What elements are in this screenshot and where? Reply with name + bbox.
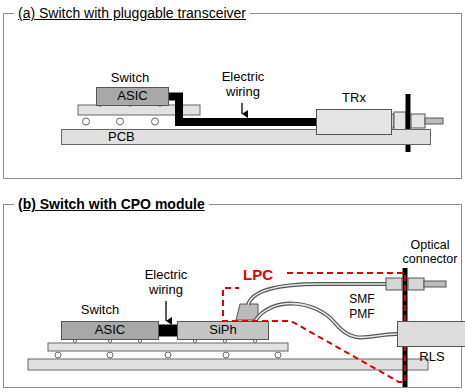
panel-title: (b) Switch with CPO module [14,196,209,212]
fiber-label: SMF [349,292,374,306]
lpc-outline [219,266,411,386]
node-label: ASIC [95,323,125,338]
connector-label: Optical connector [397,238,463,267]
lpc-dashed-outline [223,273,405,382]
node-label: ASIC [117,89,147,104]
package-substrate [48,343,288,351]
smf-fiber [248,284,386,305]
wiring-label-holder: Electric wiring [135,268,197,298]
panel-frame: (b) Switch with CPO moduleASICSiPhLPCRLS [3,204,462,388]
fiber-label-holder: PMF [342,304,382,322]
electric-wiring [169,97,316,123]
connector [169,97,316,123]
wiring-label-holder: Electric wiring [212,70,274,100]
node-label: SiPh [209,323,236,338]
optical-connector-inner [386,278,402,290]
smf-fiber-core [248,284,386,305]
fiber-plug [424,281,446,287]
part-label: Switch [81,302,119,317]
fiber-coupler [236,304,258,320]
part-label-holder: Switch [100,68,160,86]
leader-arrow [165,301,166,321]
laser-source-box: RLS [397,321,465,347]
asic-chip: ASIC [96,87,169,106]
pcb-board [28,359,428,370]
wiring-label: Electric wiring [212,70,274,100]
connector-label-holder: Optical connector [397,238,463,267]
wiring-label: Electric wiring [135,268,197,298]
optical-connector-outer [408,278,424,290]
asic-chip: ASIC [61,321,159,340]
panel-title: (a) Switch with pluggable transceiver [14,5,250,21]
lpc-region: LPC [219,266,411,386]
node-label: TRx [317,91,391,106]
electric-wiring [159,325,177,337]
fiber-connector [411,114,425,128]
transceiver-cage [394,112,406,130]
fiber-plug [425,118,443,124]
leader-arrow [241,103,242,114]
part-label: Switch [111,70,149,85]
node-label: RLS [398,350,465,365]
solder-balls [55,339,281,358]
connector [159,330,177,331]
transceiver-box: TRx [316,109,392,135]
fiber-label: PMF [349,307,374,321]
siph-chip: SiPh [177,321,269,340]
node-label: LPC [243,266,273,283]
fiber-label-holder: SMF [342,289,382,307]
part-label-holder: Switch [70,300,130,318]
node-label: PCB [108,130,135,145]
